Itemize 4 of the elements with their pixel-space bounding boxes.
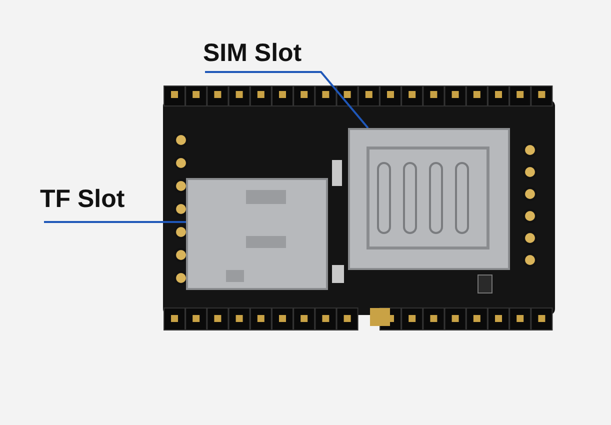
callout-label: TF Slot (40, 184, 142, 216)
leader-line (44, 221, 186, 223)
callout-label: SIM Slot (203, 38, 351, 70)
leader-line (205, 71, 369, 129)
